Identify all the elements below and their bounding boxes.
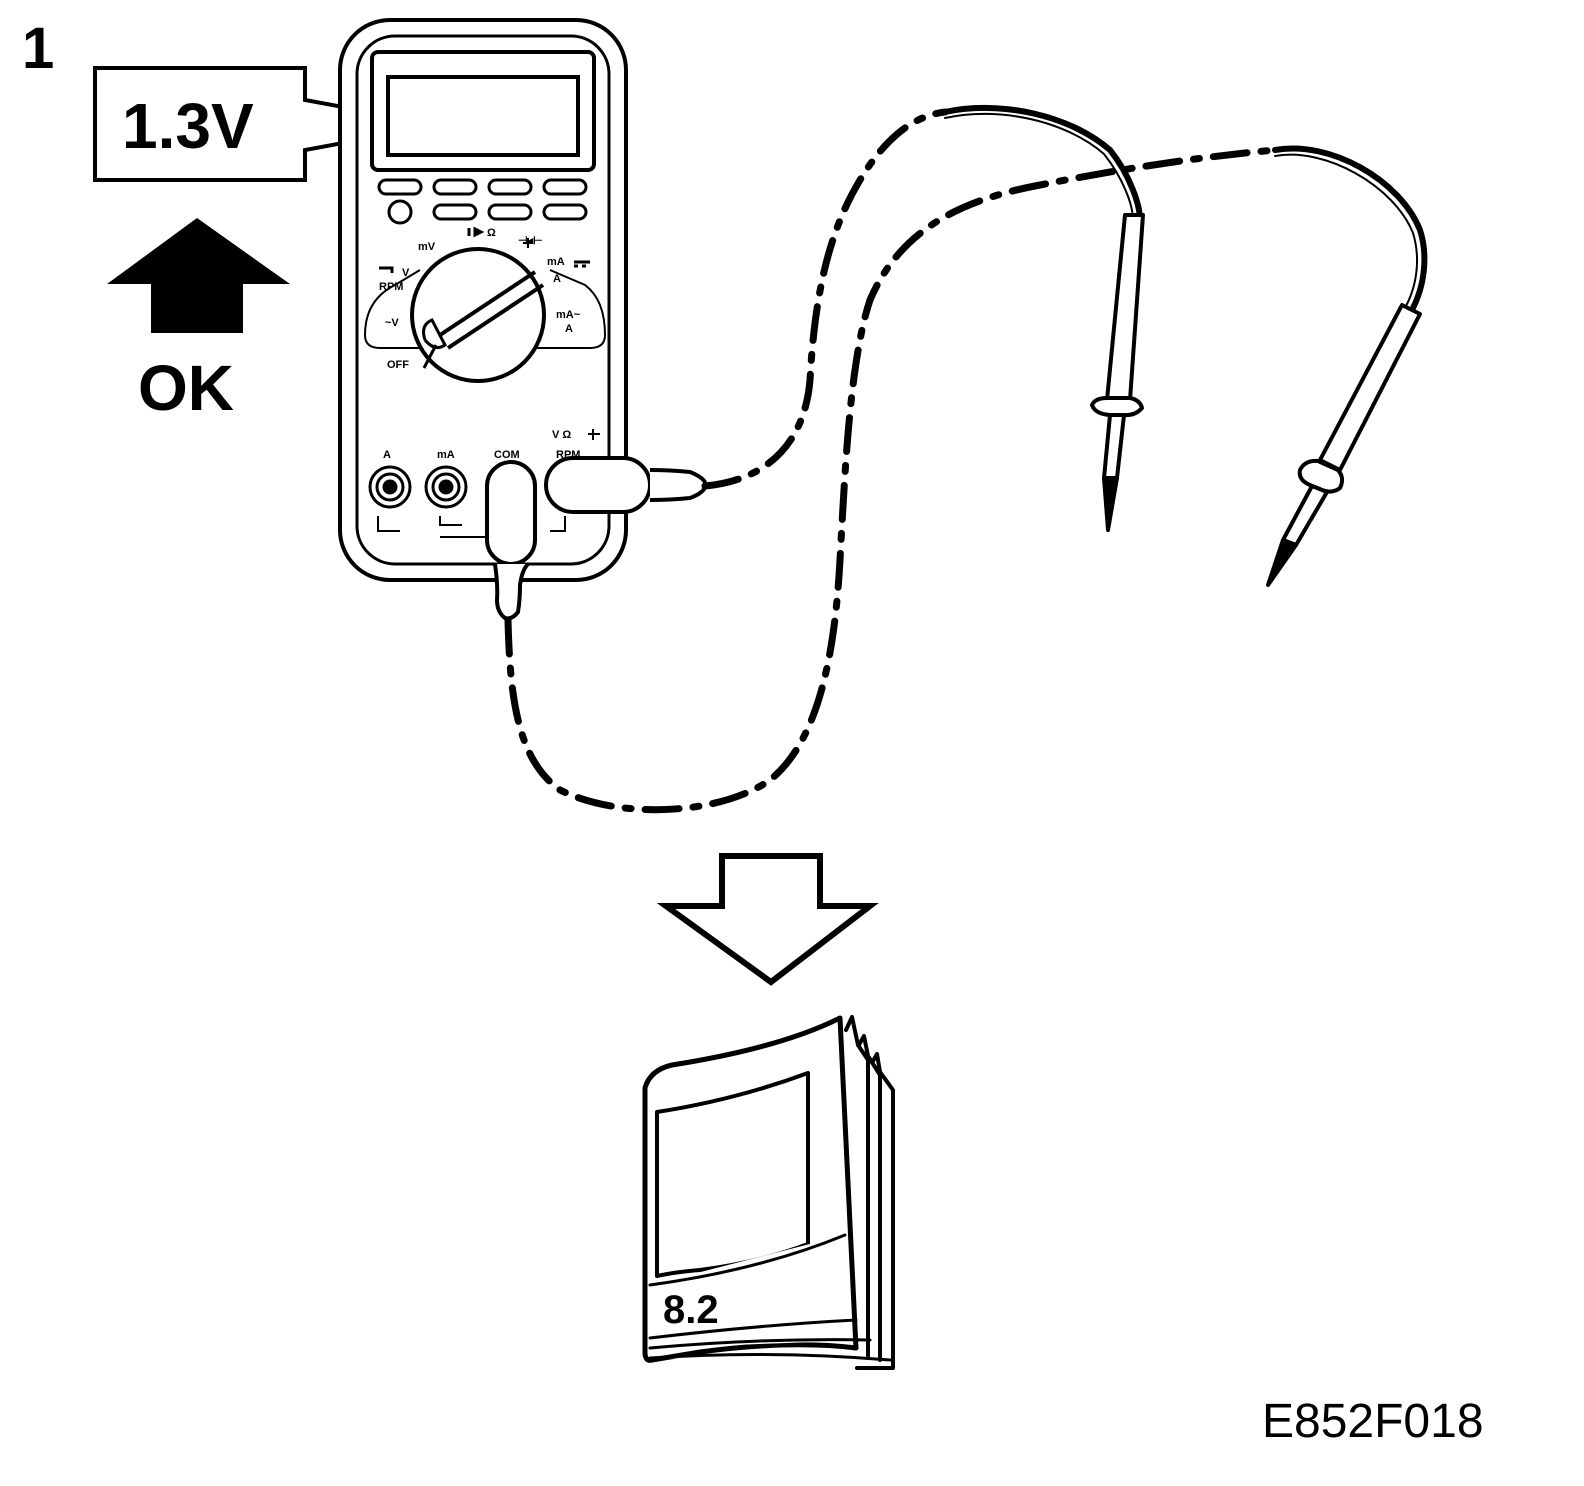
dial-label-off: OFF [387,359,409,371]
dial-marks [379,226,590,273]
arrow-down-outline-icon [656,853,879,986]
meter-display-screen [386,75,580,157]
multimeter: mV Ω ⊣◂⊢ mA A mA~ A V RPM ~V OFF A mA CO… [338,18,709,621]
probe-black [1266,303,1422,587]
dial-label-v: V [402,267,410,279]
ok-indicator: OK [107,218,290,424]
v-ohm-plug [544,456,709,514]
lead-black-dashed [504,146,1279,814]
port-label-v-ohm: V Ω [552,429,571,441]
dial-label-v-ac: ~V [385,317,399,329]
dial-label-a: A [553,273,561,285]
port-label-ma: mA [437,449,455,461]
test-leads [504,104,1428,814]
arrow-up-icon [107,218,290,333]
step-number: 1 [22,16,54,81]
dial-label-mv: mV [418,241,436,253]
port-label-com: COM [494,449,520,461]
rotary-dial [410,247,546,383]
reading-value: 1.3V [122,90,254,162]
port-jack-a [368,465,412,509]
port-label-a: A [383,449,391,461]
meter-body-inner [355,34,611,566]
meter-display-bezel [370,50,596,172]
port-jack-ma [424,465,468,509]
reading-callout: 1.3V [93,66,441,182]
lead-red-dashed [701,108,949,490]
dial-label-a-ac: A [565,323,573,335]
meter-buttons [377,178,588,225]
probe-red [1090,213,1145,532]
dial-label-diode: ⊣◂⊢ [518,234,543,247]
com-plug [485,460,537,621]
dial-label-rpm: RPM [379,281,403,293]
booklet-icon: 8.2 [642,1015,895,1370]
manual-section-number: 8.2 [663,1288,719,1332]
figure-code: E852F018 [1262,1395,1484,1448]
dial-label-ohm: Ω [487,227,496,239]
dial-labels: mV Ω ⊣◂⊢ mA A mA~ A V RPM ~V OFF [379,227,581,371]
dial-label-ma-ac: mA~ [556,309,581,321]
dial-label-ma: mA [547,256,565,268]
ok-label: OK [138,352,234,424]
